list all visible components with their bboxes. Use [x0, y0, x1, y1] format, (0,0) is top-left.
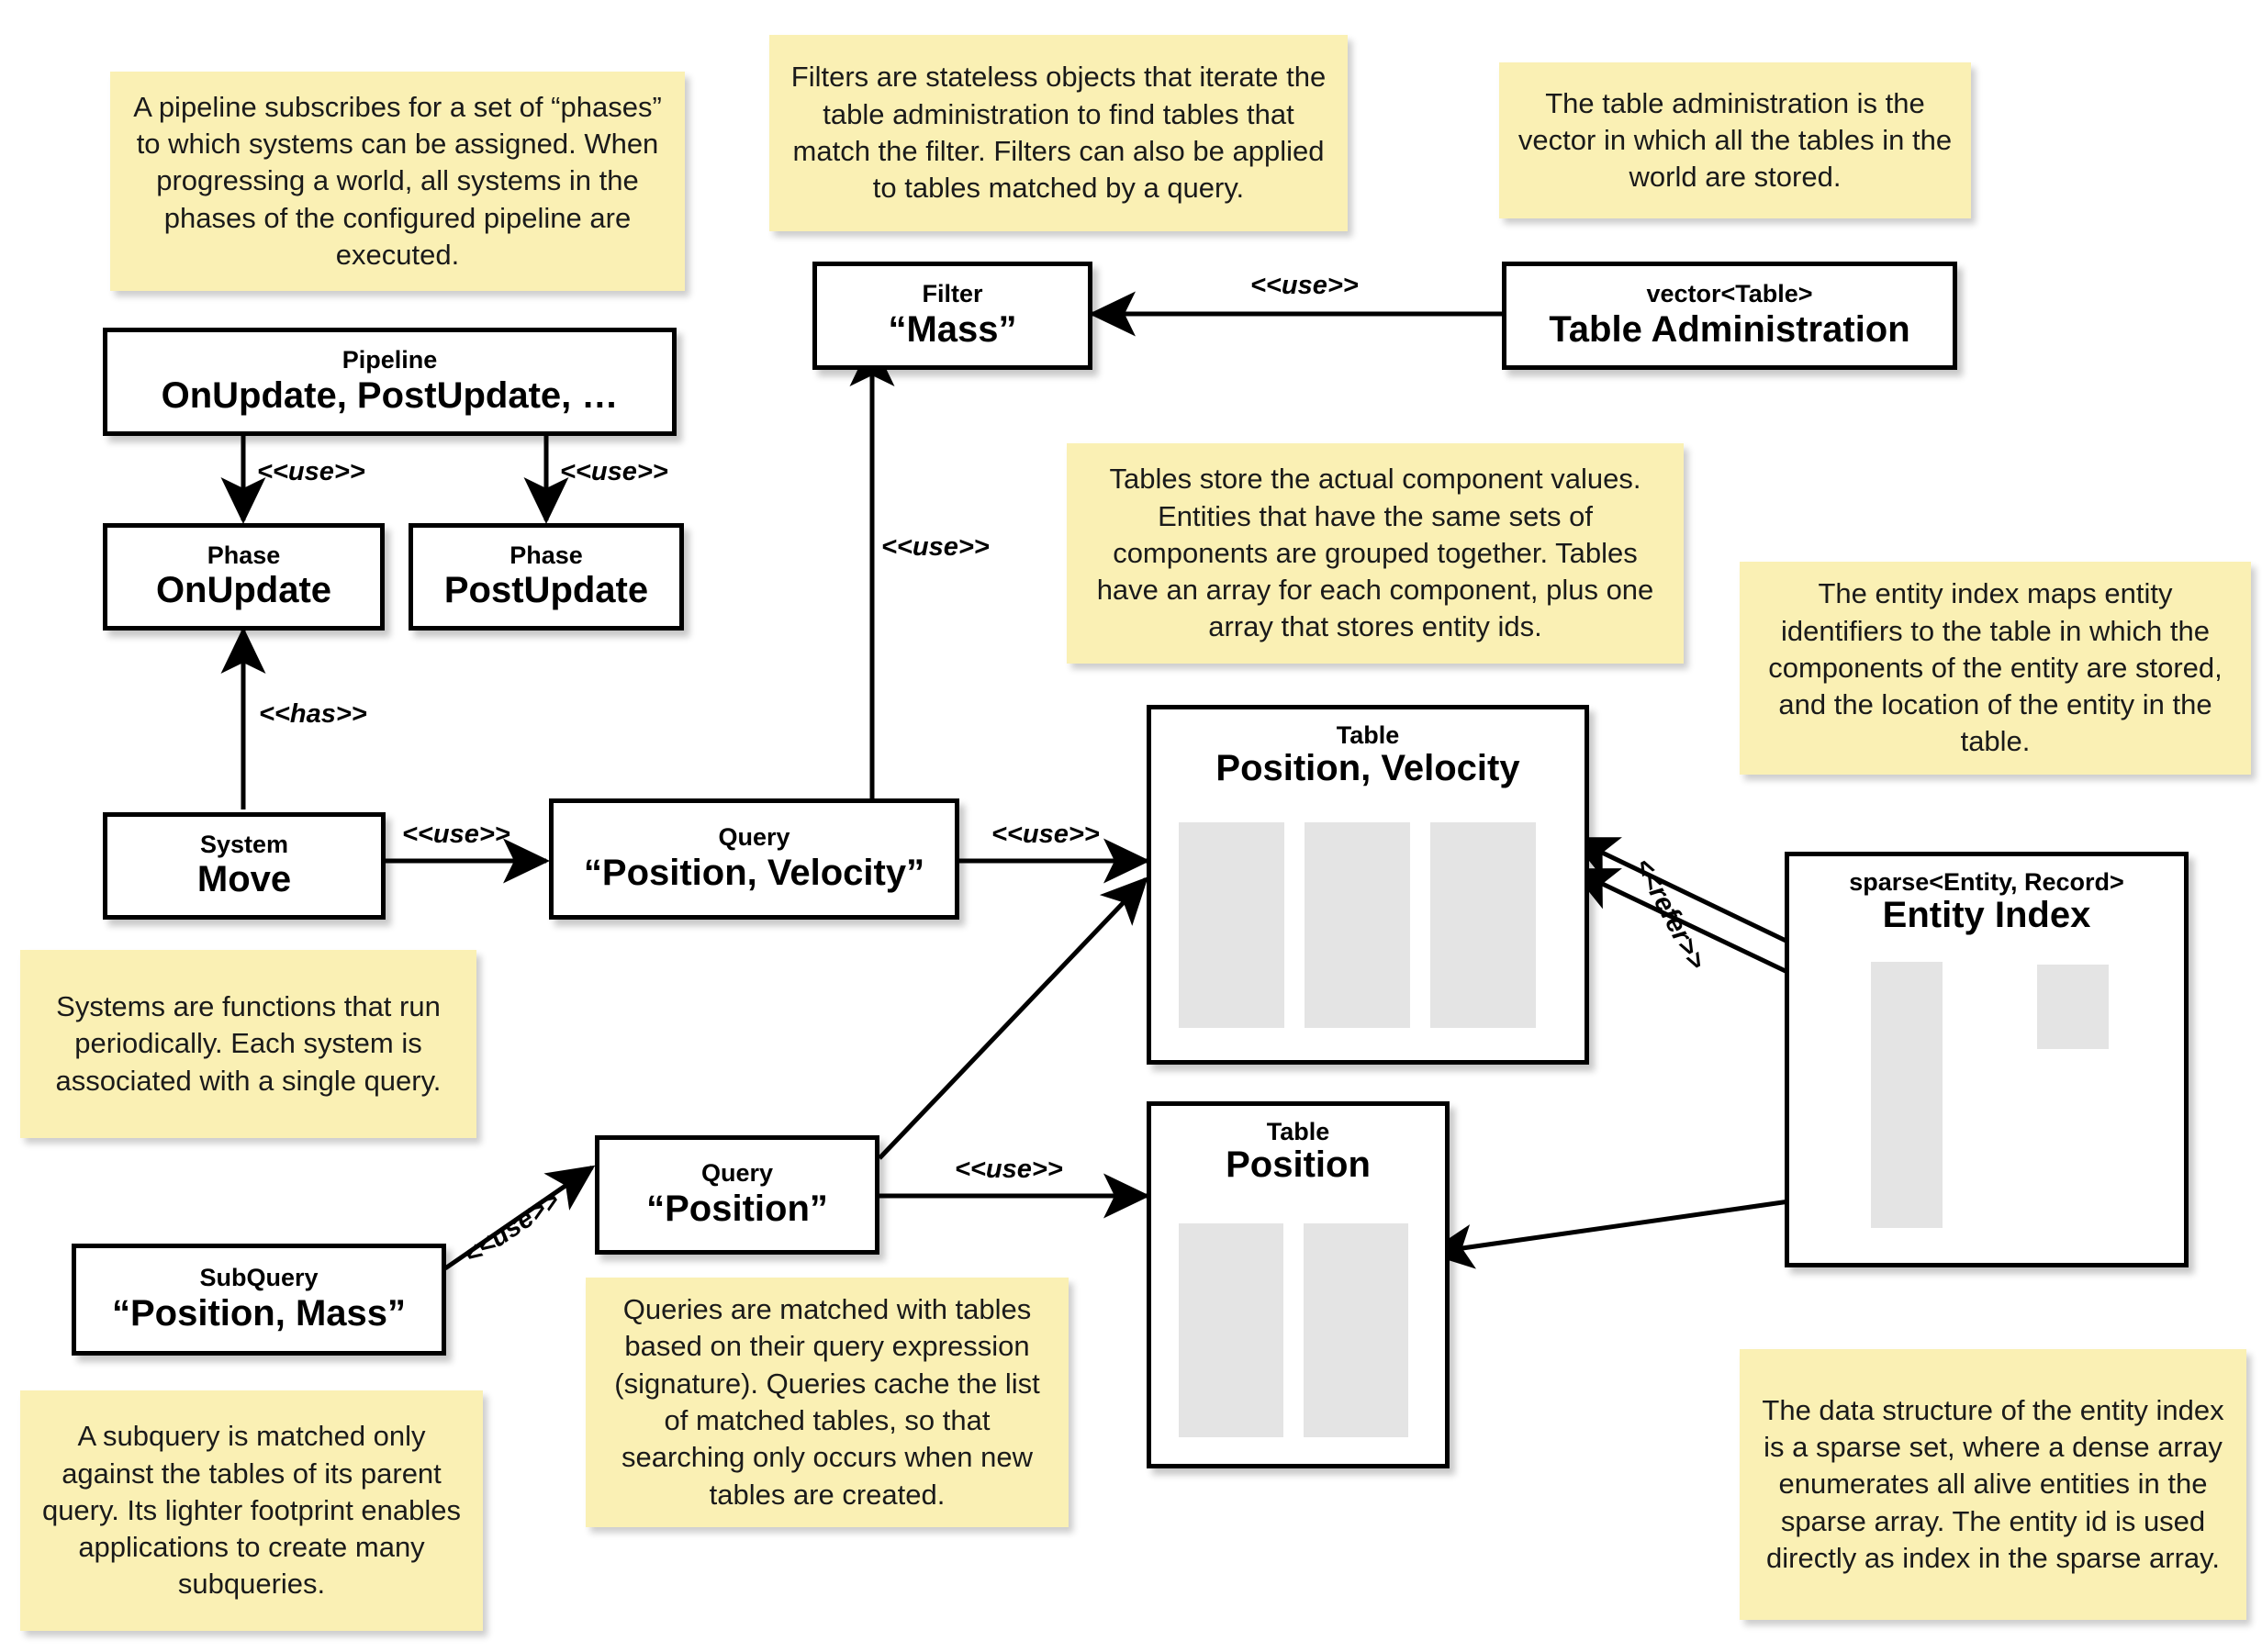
note-sparse-set: The data structure of the entity index i…: [1740, 1349, 2246, 1620]
node-entity-index-kind: sparse<Entity, Record>: [1849, 868, 2124, 896]
node-pipeline-kind: Pipeline: [342, 346, 438, 374]
note-table-admin: The table administration is the vector i…: [1499, 62, 1971, 218]
node-pipeline-name: OnUpdate, PostUpdate, …: [161, 374, 619, 416]
note-tables: Tables store the actual component values…: [1067, 443, 1684, 664]
edge-label-querypv-tablepv: <<use>>: [991, 820, 1100, 849]
node-phase-onupdate-name: OnUpdate: [155, 570, 332, 611]
node-entity-index-name: Entity Index: [1882, 895, 2091, 936]
table-pv-column: [1430, 822, 1536, 1028]
edge-label-entityindex-refer: <<refer>>: [1628, 854, 1712, 975]
node-table-administration[interactable]: vector<Table> Table Administration: [1502, 262, 1957, 370]
node-filter-mass[interactable]: Filter “Mass”: [812, 262, 1092, 370]
node-table-pv-name: Position, Velocity: [1215, 748, 1520, 789]
node-query-p-name: “Position”: [646, 1188, 828, 1229]
node-table-p-kind: Table: [1266, 1118, 1330, 1145]
node-system-move-name: Move: [196, 859, 292, 900]
node-phase-postupdate-kind: Phase: [510, 541, 583, 569]
table-pv-column: [1305, 822, 1410, 1028]
node-subquery-position-mass[interactable]: SubQuery “Position, Mass”: [72, 1244, 446, 1356]
edge-label-query-filter: <<use>>: [881, 532, 990, 562]
edge-label-pipeline-postupdate: <<use>>: [560, 457, 668, 486]
edge-label-subquery-queryp: <<use>>: [459, 1186, 566, 1271]
note-systems: Systems are functions that run periodica…: [20, 950, 476, 1138]
edge-label-queryp-tablep: <<use>>: [955, 1155, 1063, 1184]
node-entity-index[interactable]: sparse<Entity, Record> Entity Index: [1785, 852, 2189, 1267]
node-table-position[interactable]: Table Position: [1147, 1101, 1450, 1468]
table-pv-columns: [1179, 822, 1536, 1028]
node-subquery-name: “Position, Mass”: [111, 1292, 407, 1334]
node-query-position[interactable]: Query “Position”: [595, 1135, 879, 1255]
note-subquery: A subquery is matched only against the t…: [20, 1390, 483, 1631]
node-filter-name: “Mass”: [888, 308, 1017, 350]
entity-index-dense-array: [2037, 965, 2109, 1049]
table-p-columns: [1179, 1223, 1408, 1437]
note-pipeline: A pipeline subscribes for a set of “phas…: [110, 72, 685, 291]
node-pipeline[interactable]: Pipeline OnUpdate, PostUpdate, …: [103, 328, 677, 436]
table-p-column: [1179, 1223, 1283, 1437]
table-p-header: Table Position: [1151, 1106, 1445, 1186]
node-query-pv-name: “Position, Velocity”: [583, 852, 925, 893]
table-p-column: [1304, 1223, 1408, 1437]
note-queries: Queries are matched with tables based on…: [586, 1278, 1069, 1527]
edge-queryp-tablepv: [878, 876, 1148, 1160]
node-table-pv-kind: Table: [1336, 721, 1400, 749]
node-filter-kind: Filter: [922, 280, 983, 308]
node-phase-postupdate-name: PostUpdate: [443, 570, 649, 611]
node-query-pv-kind: Query: [718, 823, 790, 852]
node-table-admin-kind: vector<Table>: [1646, 280, 1813, 308]
node-phase-onupdate[interactable]: Phase OnUpdate: [103, 523, 385, 631]
node-table-admin-name: Table Administration: [1549, 308, 1910, 350]
table-pv-column: [1179, 822, 1284, 1028]
node-subquery-kind: SubQuery: [199, 1264, 319, 1292]
node-query-p-kind: Query: [700, 1159, 774, 1188]
edge-label-system-query: <<use>>: [402, 820, 510, 849]
note-entity-index: The entity index maps entity identifiers…: [1740, 562, 2251, 775]
node-system-move-kind: System: [199, 830, 289, 858]
table-pv-header: Table Position, Velocity: [1151, 709, 1585, 789]
edge-label-system-phase: <<has>>: [259, 699, 367, 729]
edge-label-pipeline-onupdate: <<use>>: [257, 457, 365, 486]
edge-label-tableadmin-filter: <<use>>: [1250, 271, 1359, 300]
node-table-p-name: Position: [1226, 1144, 1371, 1186]
entity-index-header: sparse<Entity, Record> Entity Index: [1789, 856, 2184, 936]
node-system-move[interactable]: System Move: [103, 812, 386, 920]
note-filter: Filters are stateless objects that itera…: [769, 35, 1348, 231]
node-query-position-velocity[interactable]: Query “Position, Velocity”: [549, 798, 959, 920]
node-table-position-velocity[interactable]: Table Position, Velocity: [1147, 705, 1589, 1065]
node-phase-postupdate[interactable]: Phase PostUpdate: [409, 523, 684, 631]
entity-index-sparse-array: [1871, 962, 1943, 1228]
node-phase-onupdate-kind: Phase: [207, 541, 281, 569]
